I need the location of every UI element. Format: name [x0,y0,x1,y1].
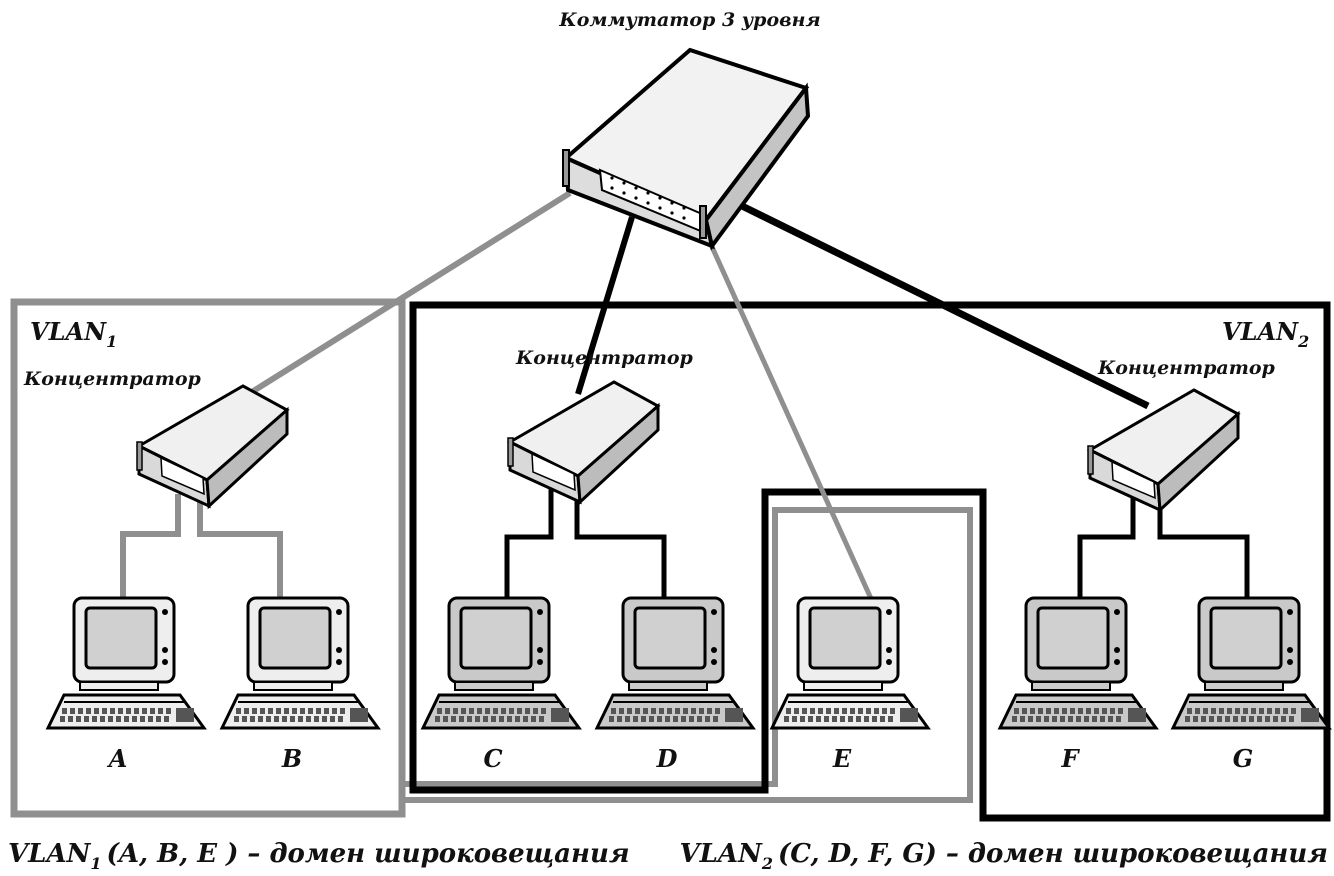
computer-g [1170,596,1332,730]
cable-hub3-g [1157,495,1250,598]
computer-b [219,596,381,730]
vlan2-caption: VLAN2(C, D, F, G) – домен широковещания [679,839,1328,873]
computer-d-label: D [656,744,678,773]
computer-a [45,596,207,730]
vlan1-region-label: VLAN1 [30,317,117,351]
vlan2-region-label: VLAN2 [1222,317,1309,351]
computer-b-label: B [281,744,302,773]
hub-1-label: Концентратор [23,368,201,390]
computer-e-label: E [832,744,852,773]
computer-a-label: A [107,744,128,773]
computer-f [997,596,1159,730]
hub-2 [506,380,661,506]
computer-c-label: C [483,744,502,773]
cable-hub2-d [574,488,667,598]
computer-d [594,596,756,730]
layer3-switch [562,47,811,251]
vlan2-boundary [409,301,1331,822]
computer-e [769,596,931,730]
link-switch-computer-e [705,236,876,605]
computer-c [420,596,582,730]
computer-g-label: G [1233,744,1254,773]
hub-3-label: Концентратор [1097,357,1275,379]
cable-hub1-b [197,494,283,598]
vlan1-region [10,298,406,818]
hub-1 [135,384,290,510]
switch-title: Коммутатор 3 уровня [558,9,820,31]
hub-3 [1086,388,1241,514]
cable-hub1-a [120,494,181,598]
cable-hub3-f [1077,495,1136,598]
link-switch-hub2 [575,216,635,395]
hub-2-label: Концентратор [515,347,693,369]
vlan1-caption: VLAN1(A, B, E ) – домен широковещания [8,839,630,873]
link-switch-hub1 [245,190,572,398]
link-switch-hub3 [736,200,1150,410]
computer-f-label: F [1060,744,1080,773]
cable-hub2-c [504,488,554,598]
